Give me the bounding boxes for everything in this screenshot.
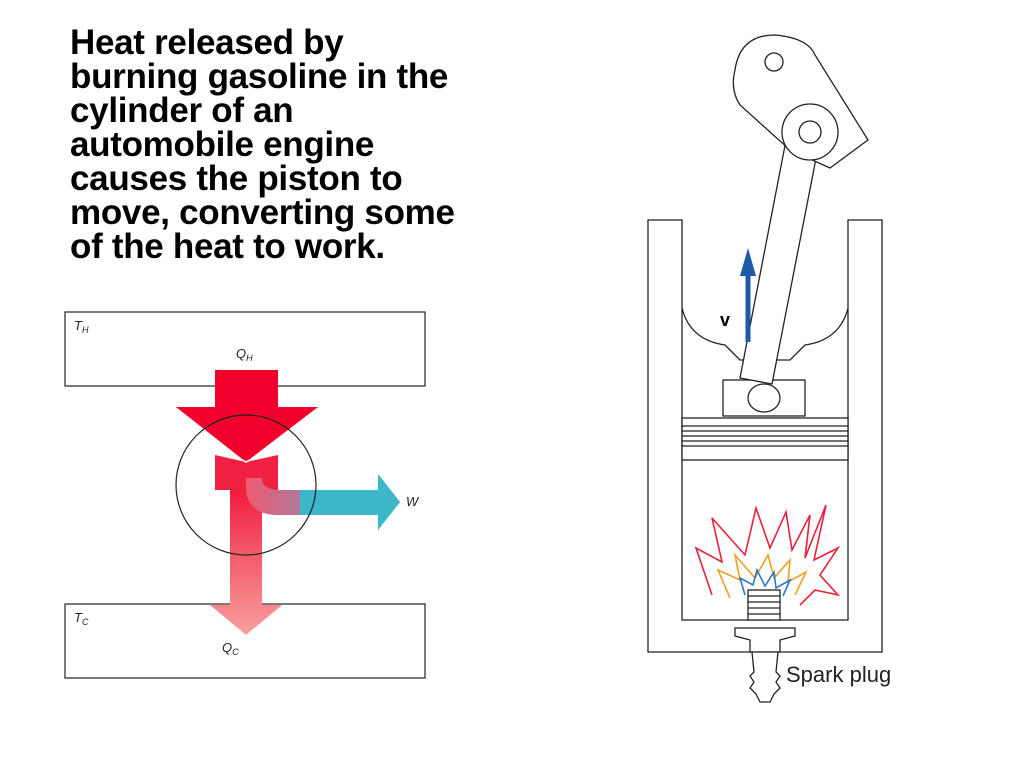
work-label: W: [406, 494, 420, 509]
heat-out-arrow: [210, 462, 282, 635]
cold-reservoir-label: TC: [74, 610, 89, 627]
caption-line: Heat released by: [70, 23, 344, 62]
combustion-flames: [694, 504, 841, 606]
spark-plug-label: Spark plug: [786, 662, 891, 687]
caption-line: of the heat to work.: [70, 227, 385, 266]
wrist-pin: [747, 383, 781, 413]
caption-line: automobile engine: [70, 125, 375, 164]
piston: [681, 417, 849, 461]
rod-big-end-hole: [798, 120, 822, 144]
velocity-arrow: [740, 248, 756, 342]
flame-middle: [716, 552, 808, 599]
heat-in-arrow: [176, 370, 318, 462]
caption-line: cylinder of an: [70, 91, 294, 130]
caption-line: burning gasoline in the: [70, 57, 449, 96]
crank-pin: [764, 52, 784, 72]
heat-engine-diagram: TH QH TC QC W: [64, 311, 426, 679]
flow-chevron: [214, 444, 279, 463]
work-arrow-head: [300, 474, 400, 530]
caption-line: causes the piston to: [70, 159, 403, 198]
flame-inner: [738, 567, 792, 597]
hot-reservoir-label: TH: [74, 318, 89, 335]
connecting-rod: [739, 129, 821, 385]
heat-in-label: QH: [236, 346, 253, 363]
velocity-label: v: [720, 310, 730, 330]
caption-line: move, converting some: [70, 193, 455, 232]
heat-out-label: QC: [222, 640, 239, 657]
engine-illustration: [647, 34, 883, 703]
spark-plug: [734, 589, 796, 703]
caption-text: Heat released by burning gasoline in the…: [70, 23, 540, 266]
flame-outer: [694, 504, 841, 606]
cylinder-wall: [647, 219, 883, 653]
engine-circle: [175, 414, 317, 556]
